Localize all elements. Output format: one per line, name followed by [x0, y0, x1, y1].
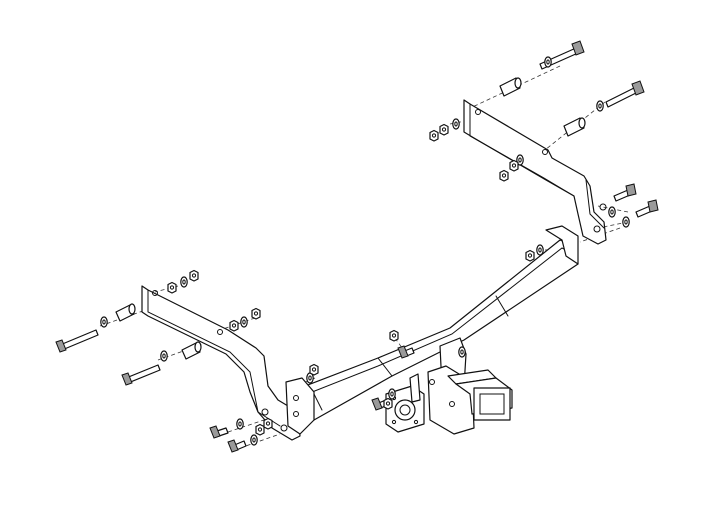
- nut: [383, 397, 393, 410]
- nut: [499, 169, 509, 182]
- washer: [160, 350, 168, 362]
- nut: [389, 329, 399, 342]
- washer: [622, 216, 630, 228]
- spacer-tube: [115, 303, 136, 322]
- short-bolt: [227, 439, 247, 453]
- short-bolt: [397, 345, 415, 359]
- receiver-tube: [427, 337, 513, 435]
- washer: [608, 206, 616, 218]
- washer: [180, 276, 188, 288]
- long-bolt: [605, 80, 645, 108]
- washer: [458, 346, 466, 358]
- nut: [167, 281, 177, 294]
- nut: [429, 129, 439, 142]
- socket-plate: [385, 373, 425, 433]
- washer: [536, 244, 544, 256]
- nut: [439, 123, 449, 136]
- washer: [596, 100, 604, 112]
- long-bolt: [55, 329, 99, 353]
- washer: [100, 316, 108, 328]
- washer: [236, 418, 244, 430]
- spacer-tube: [563, 117, 586, 137]
- short-bolt: [635, 199, 659, 218]
- spacer-tube: [499, 77, 522, 97]
- washer: [452, 118, 460, 130]
- washer: [544, 56, 552, 68]
- nut: [509, 159, 519, 172]
- washer: [250, 434, 258, 446]
- nut: [229, 319, 239, 332]
- nut: [525, 249, 535, 262]
- nut: [263, 417, 273, 430]
- nut: [251, 307, 261, 320]
- short-bolt: [613, 183, 637, 202]
- short-bolt: [209, 425, 229, 439]
- washer: [388, 388, 396, 400]
- cross-bar: [285, 225, 579, 435]
- left-side-bracket: [141, 285, 301, 441]
- right-side-bracket: [463, 99, 607, 245]
- nut: [255, 423, 265, 436]
- nut: [309, 363, 319, 376]
- long-bolt: [121, 364, 161, 386]
- nut: [189, 269, 199, 282]
- washer: [240, 316, 248, 328]
- spacer-tube: [181, 341, 202, 360]
